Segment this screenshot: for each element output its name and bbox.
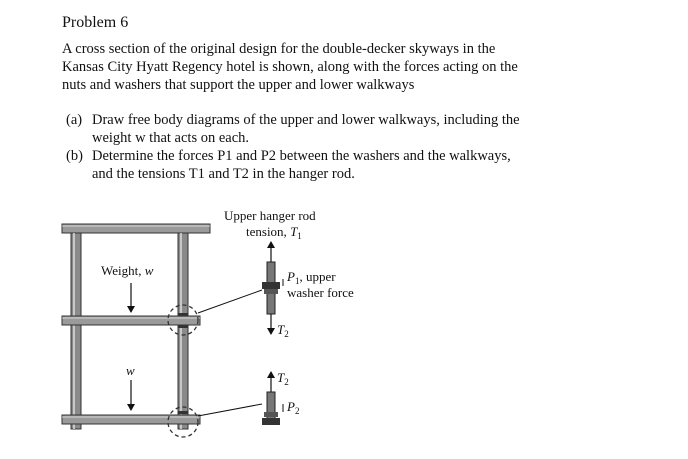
t2-label-upper: T2 — [277, 322, 289, 339]
part-line: Determine the forces P1 and P2 between t… — [92, 148, 511, 164]
part-b: (b) Determine the forces P1 and P2 betwe… — [62, 147, 622, 183]
p1-label: P1, upper — [286, 269, 336, 286]
t2-label-lower: T2 — [277, 370, 289, 387]
weight-label: Weight, w — [101, 263, 154, 278]
p2-label: P2 — [286, 399, 299, 416]
weight-label-lower: w — [126, 363, 135, 378]
upper-connection-circle — [167, 304, 199, 336]
upper-washer-fbd — [262, 261, 280, 315]
part-a: (a) Draw free body diagrams of the upper… — [62, 111, 622, 147]
p1-label-line2: washer force — [287, 285, 354, 300]
problem-parts: (a) Draw free body diagrams of the upper… — [62, 111, 622, 183]
lower-connection-circle — [167, 406, 199, 438]
right-column — [177, 232, 189, 430]
part-line: and the tensions T1 and T2 in the hanger… — [92, 166, 355, 182]
upper-walkway — [61, 315, 201, 326]
left-column — [70, 232, 82, 430]
problem-heading: Problem 6 — [62, 14, 129, 31]
upper-rod-tension-label: tension, T1 — [246, 224, 302, 241]
intro-line: Kansas City Hyatt Regency hotel is shown… — [62, 59, 518, 75]
top-beam — [61, 223, 211, 234]
upper-leader-line — [197, 289, 263, 314]
lower-leader-line — [197, 403, 263, 417]
upper-rod-label: Upper hanger rod — [224, 208, 316, 223]
part-line: Draw free body diagrams of the upper and… — [92, 112, 520, 128]
problem-intro: A cross section of the original design f… — [62, 40, 622, 94]
intro-line: nuts and washers that support the upper … — [62, 77, 415, 93]
lower-washer-fbd — [262, 391, 280, 425]
lower-walkway — [61, 414, 201, 425]
part-marker: (b) — [66, 148, 83, 164]
part-marker: (a) — [66, 112, 83, 128]
intro-line: A cross section of the original design f… — [62, 41, 496, 57]
part-line: weight w that acts on each. — [92, 130, 250, 146]
